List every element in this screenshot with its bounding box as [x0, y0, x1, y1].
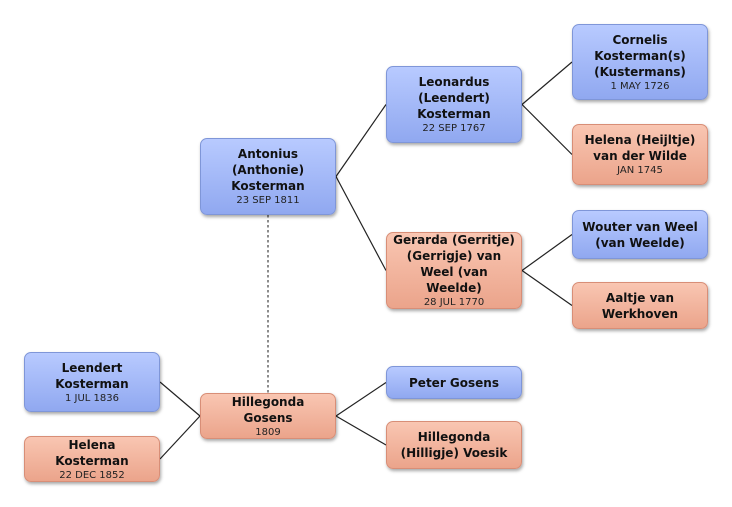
parent-link-helena_k-hillegonda_g: [159, 415, 201, 460]
parent-link-leendert-hillegonda_g: [159, 381, 201, 417]
parent-link-gerarda-wouter: [521, 234, 573, 271]
person-date: 1 MAY 1726: [610, 80, 670, 92]
parent-link-hillegonda_g-peter: [335, 382, 387, 417]
person-card-antonius-kosterman[interactable]: Antonius (Anthonie) Kosterman 23 SEP 181…: [200, 138, 336, 215]
person-date: 1 JUL 1836: [64, 392, 119, 404]
person-date: JAN 1745: [617, 165, 663, 176]
person-card-helena-heijltje[interactable]: Helena (Heijltje) van der Wilde JAN 1745: [572, 124, 708, 185]
person-name: Leonardus (Leendert) Kosterman: [417, 75, 491, 121]
person-card-aaltje-van-werkhoven[interactable]: Aaltje van Werkhoven: [572, 282, 708, 329]
person-card-cornelis-kosterman[interactable]: Cornelis Kosterman(s) (Kustermans) 1 MAY…: [572, 24, 708, 100]
person-card-wouter-van-weel[interactable]: Wouter van Weel (van Weelde): [572, 210, 708, 259]
parent-link-gerarda-aaltje: [521, 270, 573, 306]
parent-link-antonius-leonardus: [335, 104, 387, 177]
person-name: Cornelis Kosterman(s) (Kustermans): [594, 32, 686, 79]
person-name: Helena Kosterman: [55, 437, 129, 468]
parent-link-leonardus-cornelis: [521, 61, 573, 105]
person-card-peter-gosens[interactable]: Peter Gosens: [386, 366, 522, 399]
person-name: Gerarda (Gerritje) (Gerrigje) van Weel (…: [393, 233, 515, 295]
person-card-hillegonda-voesik[interactable]: Hillegonda (Hilligje) Voesik: [386, 421, 522, 469]
parent-link-leonardus-helena_heijltje: [521, 104, 573, 155]
person-name: Hillegonda Gosens: [231, 394, 305, 425]
person-date: 22 SEP 1767: [422, 123, 486, 134]
person-date: 1809: [255, 426, 281, 438]
person-name: Helena (Heijltje) van der Wilde: [584, 133, 696, 163]
person-date: 28 JUL 1770: [423, 297, 485, 308]
person-name: Hillegonda (Hilligje) Voesik: [400, 430, 508, 460]
person-name: Leendert Kosterman: [55, 360, 129, 391]
person-card-hillegonda-gosens[interactable]: Hillegonda Gosens 1809: [200, 393, 336, 439]
person-card-leonardus-kosterman[interactable]: Leonardus (Leendert) Kosterman 22 SEP 17…: [386, 66, 522, 143]
person-name: Aaltje van Werkhoven: [601, 290, 679, 321]
person-date: 22 DEC 1852: [59, 469, 125, 481]
person-card-leendert-kosterman[interactable]: Leendert Kosterman 1 JUL 1836: [24, 352, 160, 412]
parent-link-antonius-gerarda: [335, 176, 387, 271]
person-card-helena-kosterman[interactable]: Helena Kosterman 22 DEC 1852: [24, 436, 160, 482]
person-name: Antonius (Anthonie) Kosterman: [231, 147, 305, 193]
person-name: Peter Gosens: [409, 375, 499, 390]
person-name: Wouter van Weel (van Weelde): [582, 219, 698, 250]
parent-link-hillegonda_g-hillegonda_v: [335, 415, 387, 446]
person-date: 23 SEP 1811: [236, 195, 300, 206]
person-card-gerarda-van-weel[interactable]: Gerarda (Gerritje) (Gerrigje) van Weel (…: [386, 232, 522, 309]
